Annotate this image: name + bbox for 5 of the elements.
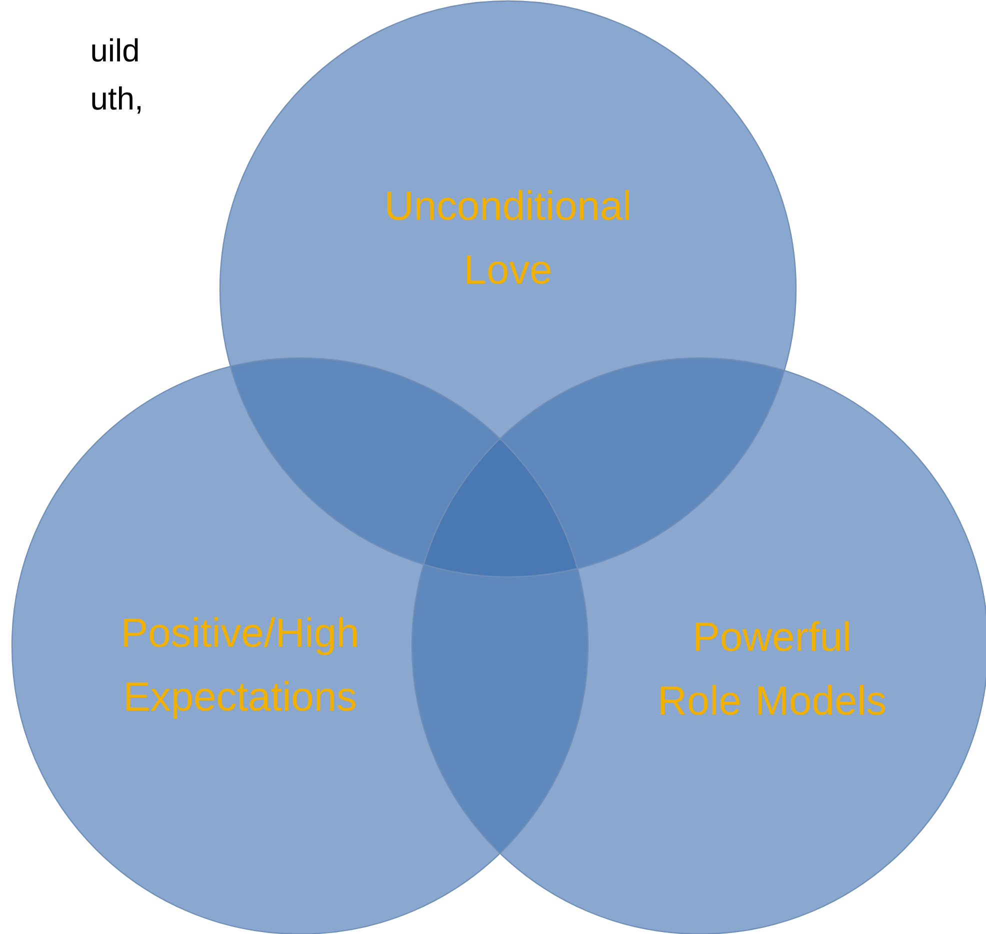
circle-label: Powerful Role Models	[660, 621, 886, 715]
circle-label: Positive/High Expectations	[124, 617, 356, 719]
text-fragment: uild	[92, 38, 138, 62]
text-fragment: uth,	[92, 86, 140, 114]
circle-label: Unconditional Love	[387, 190, 629, 284]
